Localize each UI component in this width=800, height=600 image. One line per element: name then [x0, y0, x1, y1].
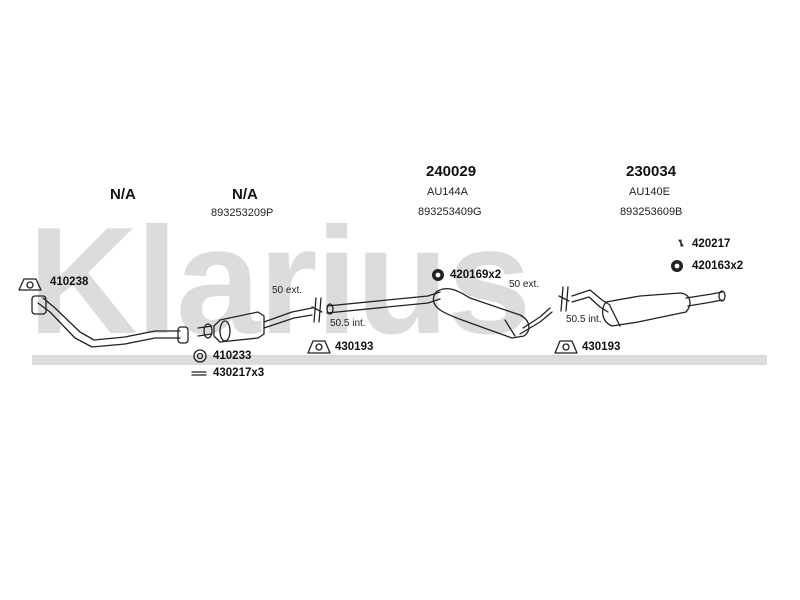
centre-silencer — [197, 307, 313, 343]
fitting-430217: 430217x3 — [213, 367, 265, 379]
hanger-430193b-icon — [554, 340, 578, 354]
fitting-410233: 410233 — [213, 350, 252, 362]
flange-410238-icon — [18, 278, 42, 291]
fitting-430193-a: 430193 — [335, 341, 374, 353]
brand-watermark: Klarius — [28, 196, 531, 366]
group-4-ref2: 893253609B — [620, 206, 683, 218]
bolt-420217-icon — [678, 239, 684, 247]
fitting-430193-b: 430193 — [582, 341, 621, 353]
rear-silencer — [571, 289, 726, 327]
group-4-part-no: 230034 — [626, 163, 677, 180]
note-ext-2: 50 ext. — [509, 279, 540, 290]
joint-1 — [311, 297, 323, 323]
note-int-2: 50.5 int. — [566, 314, 602, 325]
fitting-420163: 420163x2 — [692, 260, 744, 272]
group-3-ref: AU144A — [427, 186, 468, 198]
joint-2 — [558, 286, 570, 312]
hanger-430193a-icon — [307, 340, 331, 354]
note-ext-1: 50 ext. — [272, 285, 303, 296]
group-1-part-no: N/A — [110, 186, 136, 203]
group-2-part-no: N/A — [232, 186, 258, 203]
front-pipe — [31, 295, 189, 348]
group-4-ref: AU140E — [629, 186, 670, 198]
fitting-420169: 420169x2 — [450, 269, 502, 281]
fitting-420217: 420217 — [692, 238, 731, 250]
fitting-410238: 410238 — [50, 276, 89, 288]
note-int-1: 50.5 int. — [330, 318, 366, 329]
bolt-430217-icon — [191, 371, 207, 376]
ring-410233-icon — [193, 349, 207, 363]
group-3-ref2: 893253409G — [418, 206, 482, 218]
group-2-ref: 893253209P — [211, 207, 274, 219]
watermark-bar — [32, 355, 767, 365]
middle-silencer — [326, 288, 553, 339]
group-3-part-no: 240029 — [426, 163, 477, 180]
